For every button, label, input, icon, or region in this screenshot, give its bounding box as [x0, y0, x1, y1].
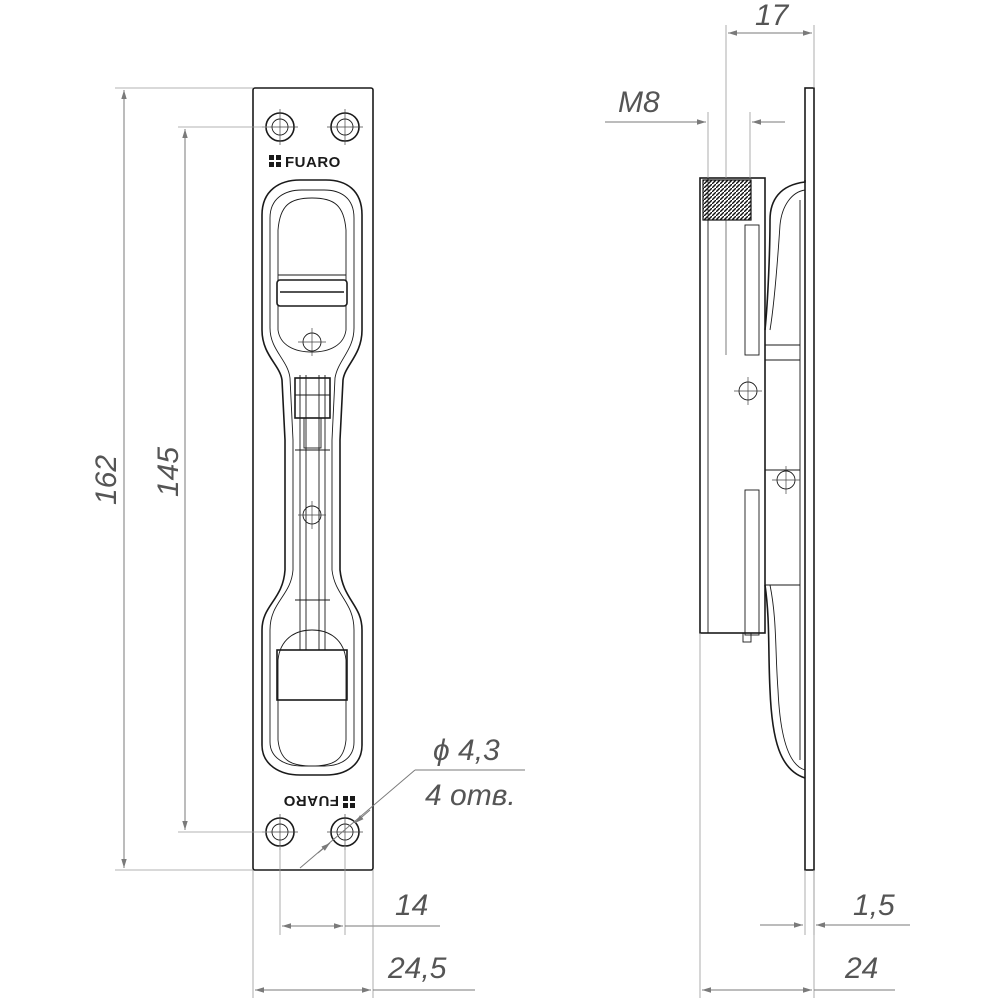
side-lever-profile: [764, 180, 806, 779]
dimension-24: 24: [699, 633, 895, 998]
side-plate: [804, 87, 815, 871]
dim-label-24: 24: [844, 952, 878, 985]
recess-outer: [261, 179, 363, 776]
side-view: [699, 87, 815, 871]
lever-base-bottom: [276, 649, 348, 701]
dim-label-14: 14: [395, 889, 428, 922]
lever-grip: [276, 279, 348, 307]
brand-name-top: FUARO: [285, 154, 341, 171]
side-body: [699, 177, 766, 634]
brand-logo-bottom: FUARO: [283, 792, 355, 809]
thread-hatch: [702, 179, 752, 221]
front-view: FUARO FUARO: [252, 87, 374, 871]
dim-label-17: 17: [755, 0, 790, 32]
logo-mark-icon: [343, 796, 355, 808]
dimension-hole-callout: ϕ 4,3 4 отв.: [299, 734, 525, 869]
dimension-14: 14: [279, 846, 440, 935]
brand-logo-top: FUARO: [269, 154, 341, 171]
lever-head-top: [277, 197, 347, 353]
dim-label-1-5: 1,5: [853, 889, 895, 922]
pivot-center-lower: [298, 501, 326, 529]
brand-name-bottom: FUARO: [283, 792, 339, 809]
side-pivot-lower: [772, 466, 800, 494]
dimension-24-5: 24,5: [252, 870, 475, 998]
dimension-162: 162: [90, 87, 253, 871]
lever-shaft: [294, 375, 331, 650]
dim-label-145: 145: [152, 447, 185, 497]
hole-top-right: [327, 109, 363, 145]
side-pivot-upper: [734, 377, 762, 405]
dimension-m8: M8: [605, 86, 785, 178]
dim-label-162: 162: [90, 455, 123, 505]
dimension-145: 145: [152, 126, 270, 833]
recess-inner: [269, 189, 355, 767]
dimension-1-5: 1,5: [760, 870, 910, 935]
dim-label-m8: M8: [618, 86, 660, 119]
lever-head-bottom: [277, 629, 347, 767]
dimension-17: 17: [725, 0, 815, 178]
dim-label-hole-diameter: ϕ 4,3: [433, 734, 500, 767]
plate-outline: [252, 87, 374, 871]
pivot-center-upper: [298, 328, 326, 356]
logo-mark-icon: [269, 155, 281, 167]
dim-label-hole-count: 4 отв.: [425, 779, 516, 812]
dim-label-24-5: 24,5: [387, 952, 447, 985]
